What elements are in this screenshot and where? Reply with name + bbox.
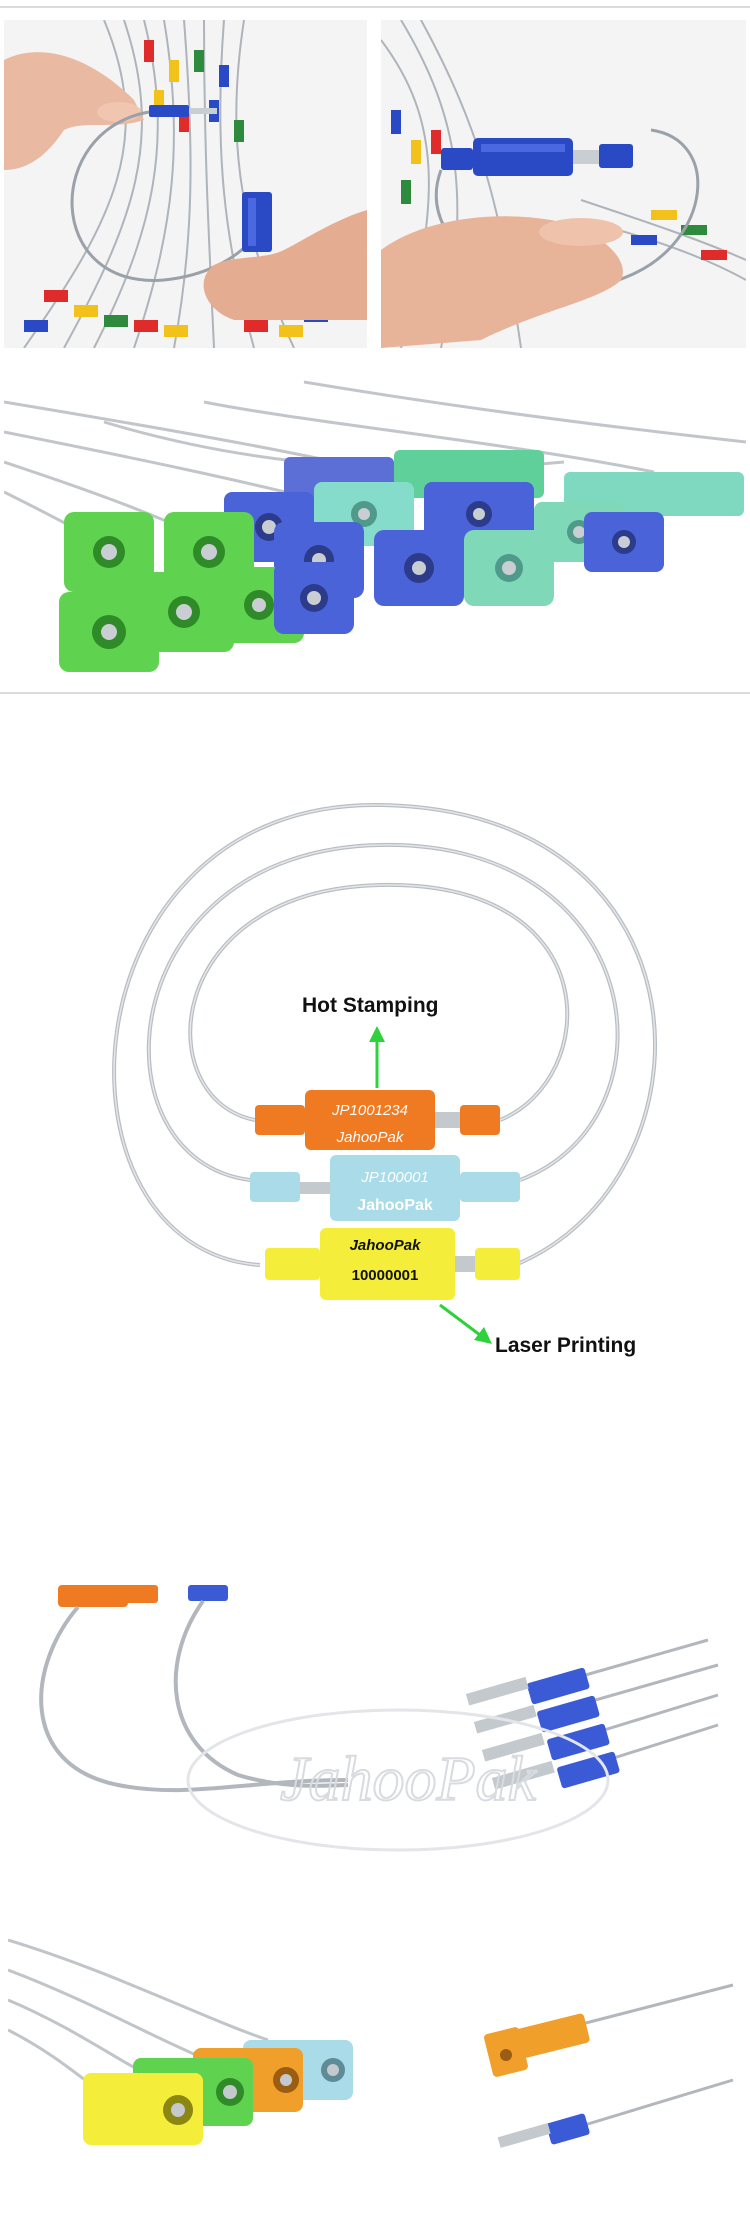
- photo-hand-holding-seal: [4, 20, 367, 348]
- orange-seal-code: JP1001234: [331, 1102, 408, 1119]
- watermark-text: JahooPak: [280, 1743, 538, 1814]
- photo-seal-ends-watermark: JahooPak: [8, 1585, 746, 1885]
- laser-printing-arrow: [439, 1303, 492, 1344]
- photo-hand-closed-loop: [381, 20, 746, 348]
- photo-seal-heads-closeup: [4, 362, 746, 680]
- yellow-seal-body: [320, 1228, 455, 1300]
- light-blue-seal-body: [330, 1155, 460, 1221]
- yellow-seal-brand: JahooPak: [350, 1237, 422, 1254]
- top-divider: [0, 6, 750, 8]
- light-blue-seal-code: JP100001: [360, 1169, 429, 1186]
- orange-seal-brand: JahooPak: [336, 1129, 405, 1146]
- photo-seal-heads-lineup: [8, 1930, 746, 2230]
- orange-seal-body: [305, 1090, 435, 1150]
- marking-diagram: JP1001234 JahooPak JP100001 JahooPak Jah…: [0, 760, 750, 1380]
- pin-row-1: [465, 1638, 709, 1706]
- hot-stamping-label: Hot Stamping: [302, 994, 439, 1017]
- light-blue-seal: JP100001 JahooPak: [250, 1155, 520, 1221]
- yellow-seal-code: 10000001: [352, 1267, 419, 1284]
- section-divider: [0, 692, 750, 694]
- light-blue-seal-brand: JahooPak: [357, 1197, 433, 1214]
- laser-printing-label: Laser Printing: [495, 1334, 636, 1357]
- yellow-seal: JahooPak 10000001: [265, 1228, 520, 1300]
- orange-seal: JP1001234 JahooPak: [255, 1090, 500, 1150]
- single-seal-right: [484, 1983, 734, 2148]
- hot-stamping-arrow: [369, 1026, 385, 1088]
- orange-seal-pin-housing: [255, 1105, 305, 1135]
